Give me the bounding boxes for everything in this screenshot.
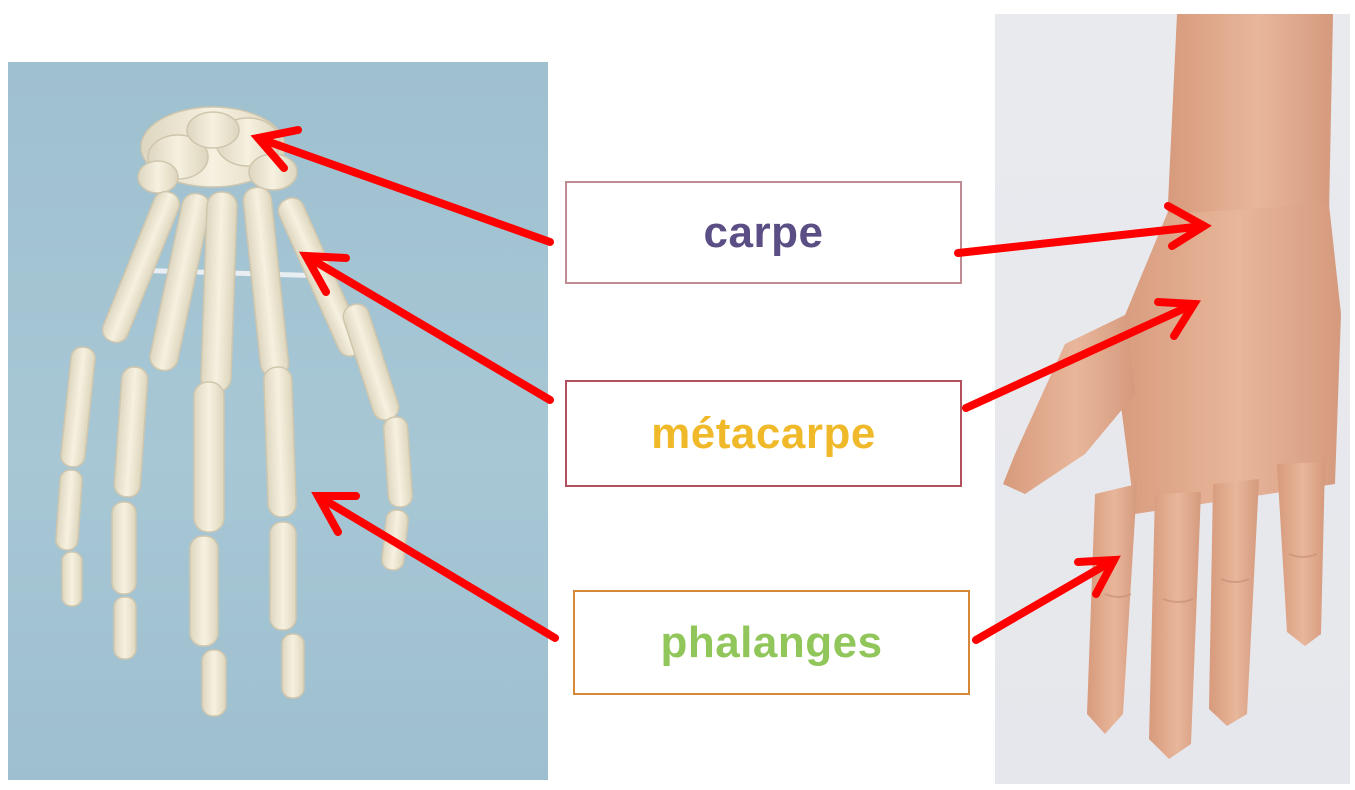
label-phalanges-text: phalanges [660,618,882,668]
forearm [1167,14,1333,224]
little-finger [1087,484,1137,734]
label-metacarpe: métacarpe [565,380,962,487]
label-phalanges: phalanges [573,590,970,695]
bones [55,107,413,716]
middle-finger [1209,479,1259,726]
label-carpe-text: carpe [704,208,824,258]
label-carpe: carpe [565,181,962,284]
human-hand-illustration [995,14,1350,784]
skeleton-hand-photo [8,62,548,780]
human-hand-photo [995,14,1350,784]
hand-skin [1003,14,1341,759]
ring-finger [1149,492,1201,759]
index-finger [1277,462,1325,646]
label-metacarpe-text: métacarpe [651,409,876,459]
thumb [1003,314,1135,494]
skeleton-hand-illustration [8,62,548,780]
